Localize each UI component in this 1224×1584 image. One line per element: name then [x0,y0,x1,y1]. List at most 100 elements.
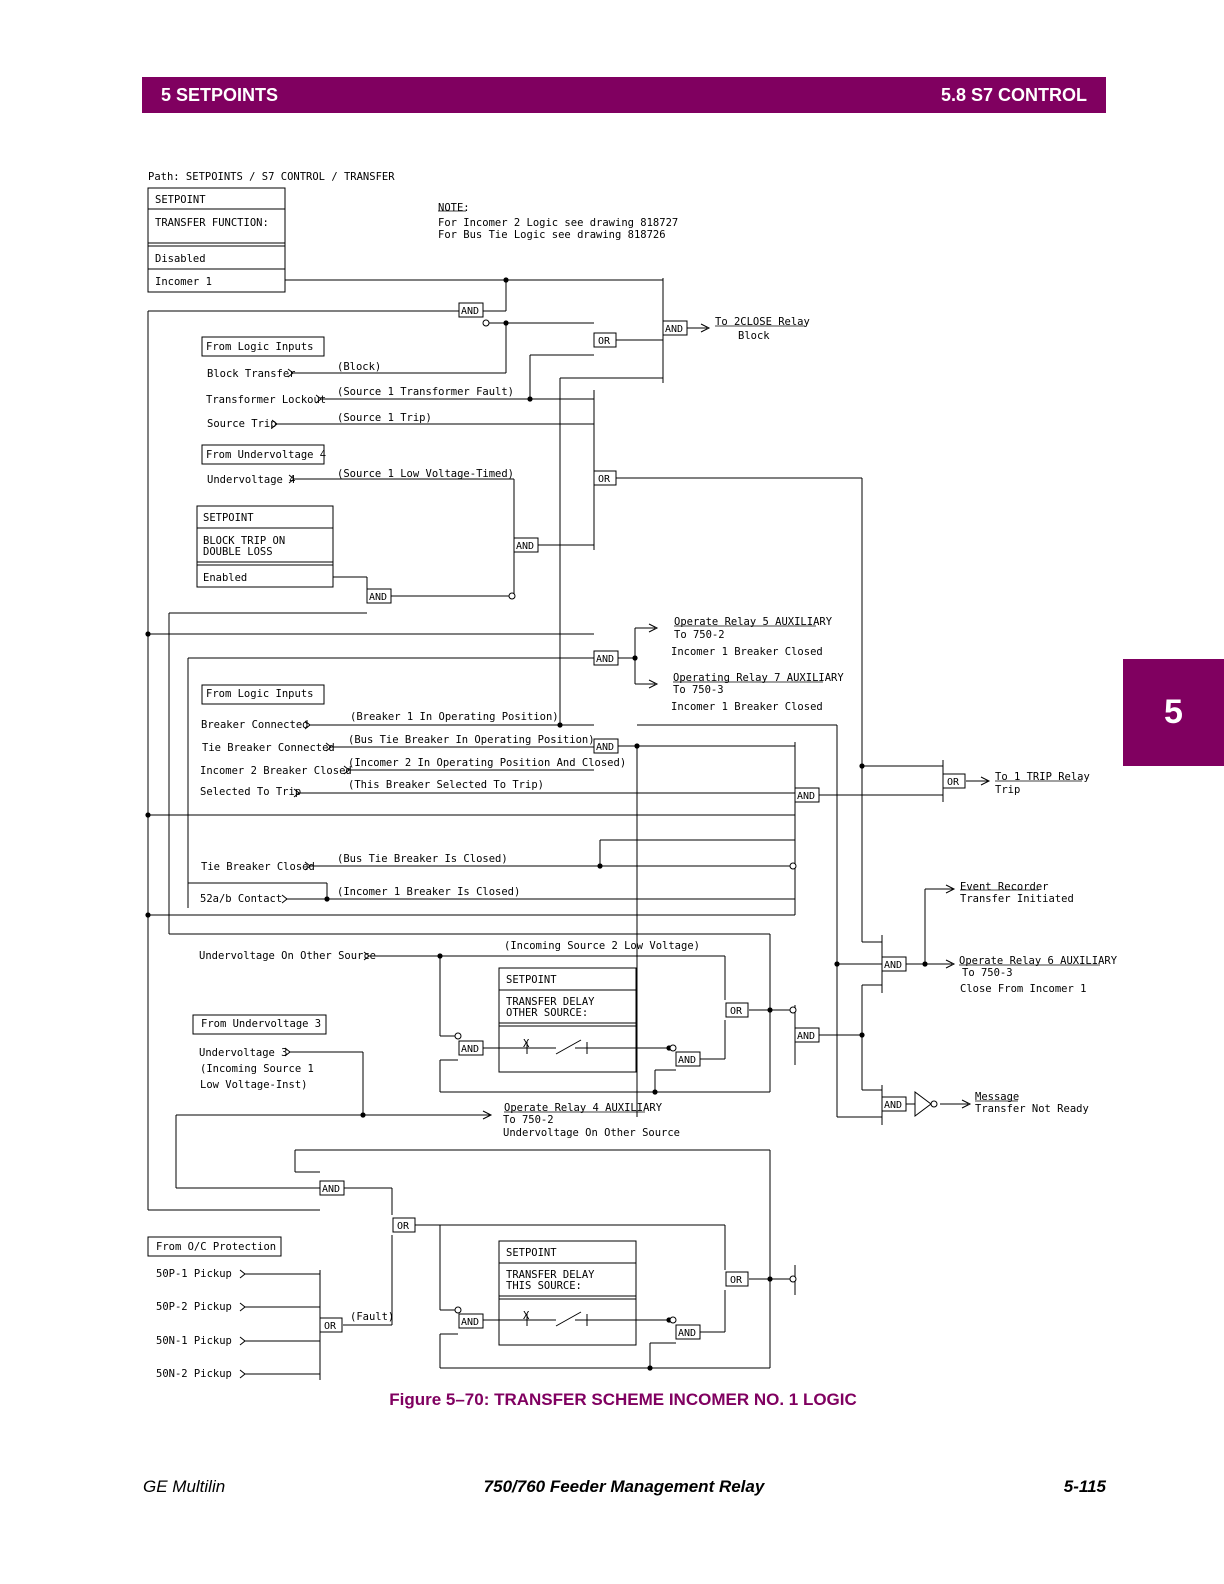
or-gate: OR [392,1217,416,1233]
setpoint-option[interactable]: Incomer 1 [155,276,212,288]
svg-text:OR: OR [598,336,611,347]
svg-text:OR: OR [947,777,960,788]
note-line: For Incomer 2 Logic see drawing 818727 [438,217,678,229]
signal-label: (Incomer 1 Breaker Is Closed) [337,886,520,898]
svg-text:AND: AND [797,791,815,802]
input-label: Breaker Connected [201,719,308,731]
svg-text:AND: AND [797,1031,815,1042]
input-label: Undervoltage 4 [207,474,296,486]
setpoint-name: THIS SOURCE: [506,1280,582,1292]
signal-label: (Source 1 Trip) [337,412,432,424]
signal-label: (This Breaker Selected To Trip) [348,779,544,791]
svg-text:AND: AND [322,1184,340,1195]
input-chevrons [239,368,370,1379]
and-gate: AND [675,1324,701,1340]
signal-label: (Fault) [350,1311,394,1323]
and-gate: AND [881,1096,907,1112]
input-label: (Incoming Source 1 [200,1063,314,1075]
or-gate: OR [725,1002,749,1018]
output-label: To 750-2 [503,1114,554,1126]
setpoint-option[interactable]: Enabled [203,572,247,584]
svg-text:OR: OR [730,1006,743,1017]
output-label: Incomer 1 Breaker Closed [671,701,823,713]
and-gate: AND [458,1313,484,1329]
svg-text:AND: AND [516,541,534,552]
svg-text:AND: AND [461,306,479,317]
output-label: Operate Relay 4 AUXILIARY [504,1102,663,1114]
input-label: 50P-1 Pickup [156,1268,232,1280]
junction-dots [145,277,928,1371]
boxes [147,187,637,1346]
header-subsection: 5.8 S7 CONTROL [940,84,1087,105]
output-label: To 1 TRIP Relay [995,771,1090,783]
note-line: For Bus Tie Logic see drawing 818726 [438,229,666,241]
input-label: 50N-1 Pickup [156,1335,232,1347]
signal-label: (Bus Tie Breaker In Operating Position) [348,734,595,746]
wires [147,278,988,1380]
output-label: Trip [995,784,1020,796]
header-section: 5 SETPOINTS [161,84,279,105]
input-label: Low Voltage-Inst) [200,1079,307,1091]
input-label: Block Transfer [207,368,296,380]
svg-text:OR: OR [324,1321,337,1332]
setpoint-heading: SETPOINT [203,512,254,524]
svg-text:AND: AND [461,1044,479,1055]
output-label: Block [738,330,770,342]
arrows [482,323,991,1120]
or-gate: OR [725,1271,749,1287]
group-label: From Logic Inputs [206,341,313,353]
group-label: From Undervoltage 3 [201,1018,321,1030]
setpoint-heading: SETPOINT [155,194,206,206]
output-label: Close From Incomer 1 [960,983,1086,995]
group-label: From Logic Inputs [206,688,313,700]
signal-label: (Incoming Source 2 Low Voltage) [504,940,700,952]
and-gate: AND [794,1027,820,1043]
and-gate: AND [662,320,688,336]
output-label: Event Recorder [960,881,1049,893]
page-number: 5-115 [1063,1477,1106,1496]
setpoint-name: TRANSFER DELAY [506,996,595,1008]
page-header: 5 SETPOINTS 5.8 S7 CONTROL [142,77,1106,113]
output-label: Incomer 1 Breaker Closed [671,646,823,658]
path-label: Path: SETPOINTS / S7 CONTROL / TRANSFER [148,171,395,183]
or-gate: OR [593,332,617,348]
svg-text:AND: AND [678,1055,696,1066]
group-label: From Undervoltage 4 [206,449,326,461]
signal-label: (Incomer 2 In Operating Position And Clo… [348,757,626,769]
svg-text:AND: AND [884,1100,902,1111]
and-gate: AND [319,1180,345,1196]
output-label: Operate Relay 5 AUXILIARY [674,616,833,628]
figure-caption: Figure 5–70: TRANSFER SCHEME INCOMER NO.… [389,1390,857,1409]
input-label: 50P-2 Pickup [156,1301,232,1313]
input-label: Tie Breaker Closed [201,861,315,873]
input-label: Source Trip [207,418,277,430]
svg-text:AND: AND [369,592,387,603]
and-gate: AND [675,1051,701,1067]
input-label: Incomer 2 Breaker Closed [200,765,352,777]
group-label: From O/C Protection [156,1241,276,1253]
output-label: To 750-2 [674,629,725,641]
and-gate: AND [458,1040,484,1056]
setpoint-heading: SETPOINT [506,1247,557,1259]
signal-label: (Bus Tie Breaker Is Closed) [337,853,508,865]
input-label: Undervoltage 3 [199,1047,288,1059]
output-label: Transfer Not Ready [975,1103,1089,1115]
input-label: Selected To Trip [200,786,301,798]
and-gate: AND [593,650,619,666]
input-label: 50N-2 Pickup [156,1368,232,1380]
note-title: NOTE: [438,202,470,214]
signal-label: (Source 1 Transformer Fault) [337,386,514,398]
footer-company: GE Multilin [143,1477,226,1496]
svg-text:AND: AND [461,1317,479,1328]
output-label: Message [975,1091,1019,1103]
or-gate: OR [942,773,966,789]
inversion-bubbles [454,319,938,1324]
underlines [438,210,1100,1113]
chapter-tab[interactable]: 5 [1123,659,1224,766]
and-gate: AND [366,588,392,604]
setpoint-option[interactable]: Disabled [155,253,206,265]
or-gate: OR [319,1317,343,1333]
signal-label: (Block) [337,361,381,373]
output-label: Operate Relay 6 AUXILIARY [959,955,1118,967]
setpoint-name: TRANSFER FUNCTION: [155,217,269,229]
